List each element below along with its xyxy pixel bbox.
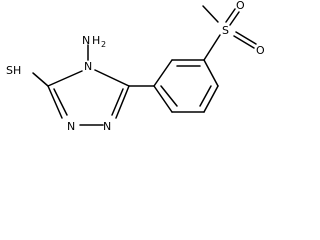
bond-ph-6-1 [153,85,173,113]
amino-h-count: 2 [101,40,106,49]
bond-ph-1-2 [153,59,173,87]
thiol-label: SH [6,64,21,77]
bond-c3-n4 [47,70,83,87]
bond-s-o-right-b [235,31,257,45]
bond-ph-inner-c [160,85,178,107]
bond-n2-c3 [47,85,63,119]
structure-canvas: SH N H 2 N N N S O O [6,0,265,133]
bond-s-o-upper-a [229,11,240,26]
bond-c3-sh [32,72,49,87]
oxygen-right-label: O [256,44,265,57]
ring-n1-label: N [103,120,111,133]
ring-n4-label: N [84,60,92,73]
bond-s-o-upper-b [225,8,236,23]
bond-c5-n1-double [111,88,124,116]
sulfonyl-s-label: S [222,24,229,37]
bond-s-methyl [202,5,219,23]
bond-n4-c5 [94,69,130,87]
bond-ph-inner-b [199,85,212,107]
amino-n-label: N [82,34,90,47]
ring-n2-label: N [67,120,75,133]
bond-ph-3-4 [203,59,219,87]
bond-s-o-right-a [233,35,255,49]
oxygen-upper-label: O [236,0,245,12]
bond-n2-c3-double [53,88,68,116]
bond-c5-n1 [115,85,130,119]
molecule-diagram: SH N H 2 N N N S O O [6,0,265,133]
amino-h-label: H [92,34,100,47]
bond-ph-4-5 [203,85,219,113]
bond-ph-s [203,34,221,61]
